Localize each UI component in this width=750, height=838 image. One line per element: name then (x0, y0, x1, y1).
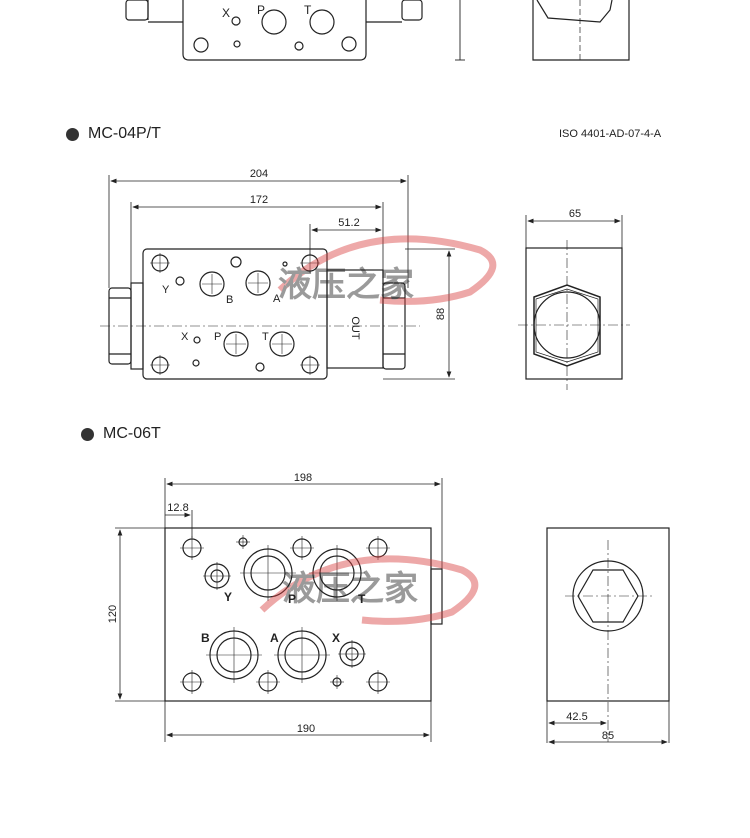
watermark-text-top: 液压之家 (278, 266, 414, 304)
section-title: MC-06T (103, 425, 161, 442)
mc04-port-x: X (181, 331, 189, 343)
mc04-port-a: A (273, 293, 281, 305)
mc06-front-view (164, 527, 443, 702)
mc04-dim-height: 88 (435, 308, 447, 320)
mc06-dim-edge-offset: 12.8 (167, 502, 188, 514)
mc04-port-b: B (226, 294, 233, 306)
mc06-dim-overall: 198 (294, 472, 312, 484)
top-partial-view (125, 0, 630, 61)
watermark-logo-top: 液压之家 (277, 235, 497, 305)
mc06-dim-side-offset: 42.5 (566, 711, 587, 723)
mc04-port-p: P (214, 331, 221, 343)
mc06-dim-height: 120 (107, 605, 119, 623)
mc04-dimensions (108, 175, 455, 380)
section-label-mc04: MC-04P/T (66, 125, 161, 143)
mc04-centerlines (100, 253, 420, 375)
mc06-port-a: A (270, 631, 279, 645)
mc06-dim-side-width: 85 (602, 730, 614, 742)
mc06-dim-base: 190 (297, 723, 315, 735)
mc04-side-view (518, 215, 630, 390)
watermark-text-bottom: 液压之家 (282, 570, 418, 608)
mc04-port-t: T (262, 331, 269, 343)
mc06-port-y: Y (224, 590, 232, 604)
mc04-port-out: OUT (349, 316, 361, 340)
watermark-logo-bottom: 液压之家 (259, 555, 479, 625)
mc06-port-x: X (332, 631, 340, 645)
standard-label: ISO 4401-AD-07-4-A (559, 128, 662, 140)
mc06-dimensions (115, 478, 443, 742)
section-label-mc06: MC-06T (81, 425, 161, 443)
mc04-port-y: Y (162, 284, 170, 296)
mc06-centerlines (180, 535, 390, 694)
bullet-icon (66, 127, 79, 141)
mc04-dim-offset: 51.2 (338, 217, 359, 229)
bullet-icon (81, 427, 94, 441)
mc04-dim-overall: 204 (250, 168, 268, 180)
section-title: MC-04P/T (88, 125, 161, 142)
top-port-x: X (222, 6, 230, 20)
mc04-dim-side-width: 65 (569, 208, 581, 220)
mc04-dim-body: 172 (250, 194, 268, 206)
top-port-p: P (257, 3, 265, 17)
mc06-port-p: P (288, 592, 296, 606)
mc06-port-t: T (358, 592, 366, 606)
top-port-t: T (304, 3, 312, 17)
mc06-port-b: B (201, 631, 210, 645)
mc06-side-view (546, 527, 670, 745)
